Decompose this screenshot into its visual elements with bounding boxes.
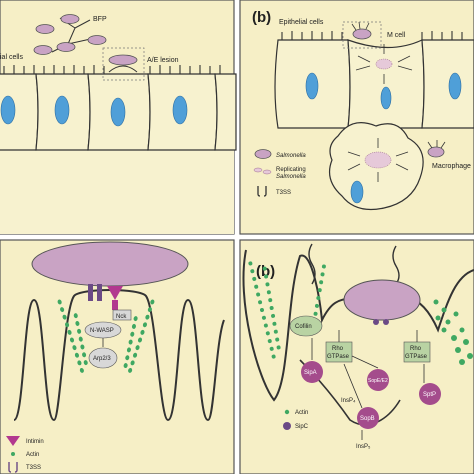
cofilin-label: Cofilin	[295, 324, 312, 330]
panel-b: (b) Epithelial cells M cell	[239, 0, 474, 235]
panel-a-epithelial-label: ial cells	[0, 54, 23, 61]
sope-label: SopE/E2	[368, 378, 388, 384]
panel-a-bacteria-cluster	[33, 14, 107, 55]
legend-t3ss-c-swatch	[8, 462, 18, 473]
macrophage-label: Macrophage	[432, 163, 471, 170]
sopb-label: SopB	[360, 416, 375, 422]
legend-d-actin-label: Actin	[295, 410, 308, 416]
insp5-label: InsP₅	[356, 444, 371, 450]
legend-t3ss-c-label: T3SS	[26, 465, 41, 471]
legend-salmonella-label: Salmonella	[276, 153, 306, 159]
insp4-label: InsP₄	[341, 398, 356, 404]
filopodia-2	[392, 245, 400, 285]
legend-replicating-swatch	[253, 167, 272, 175]
panel-b-legend: Salmonella Replicating Salmonella T3SS	[253, 149, 306, 197]
cofilin-box	[289, 315, 323, 337]
salmonella-bacterium	[343, 279, 421, 321]
panel-d-background	[239, 239, 474, 474]
legend-salmonella-swatch	[254, 149, 272, 159]
filopodia-1	[308, 243, 316, 285]
legend-replicating-line2: Salmonella	[276, 174, 306, 180]
legend-t3ss-swatch	[257, 186, 267, 197]
panel-b-cells	[274, 39, 474, 129]
panel-a-microvilli	[3, 65, 221, 74]
sipc-pores	[373, 319, 389, 325]
m-cell-label: M cell	[387, 32, 406, 39]
arp-box	[88, 347, 118, 369]
sipa-circle	[301, 361, 323, 383]
panel-a: BFP ial cells A/E lesion	[0, 0, 237, 235]
legend-sipc-swatch	[283, 422, 291, 430]
sopb-circle	[357, 407, 379, 429]
bfp-label: BFP	[93, 16, 107, 23]
legend-intimin-swatch	[6, 436, 20, 446]
m-cell-salmonella	[342, 21, 413, 84]
effector-circles	[301, 361, 441, 429]
sipa-label: SipA	[304, 370, 317, 376]
panel-d-tag: (b)	[256, 263, 275, 280]
ae-lesion	[102, 47, 145, 81]
sptp-circle	[419, 383, 441, 405]
arp-label: Arp2/3	[93, 356, 111, 362]
panel-b-epithelial-label: Epithelial cells	[279, 19, 324, 26]
panel-c-actin-filaments	[57, 299, 155, 373]
nwasp-label: N-WASP	[90, 328, 114, 334]
nck-label: Nck	[116, 314, 127, 320]
sptp-label: SptP	[423, 392, 436, 398]
legend-replicating-line1: Replicating	[276, 167, 306, 173]
legend-sipc-label: SipC	[295, 424, 309, 430]
panel-b-microvilli	[281, 31, 463, 40]
nck-box	[112, 309, 132, 321]
panel-d-actin-bundles	[248, 261, 473, 365]
panel-b-tag: (b)	[252, 9, 271, 26]
legend-actin-label: Actin	[26, 452, 39, 458]
legend-t3ss-label: T3SS	[276, 190, 291, 196]
macrophage	[329, 122, 446, 211]
panel-d: (b) Cofilin Rho GTPase	[239, 239, 474, 474]
pedestal-membrane	[13, 289, 225, 422]
panel-d-arrows	[311, 330, 425, 440]
legend-intimin-label: Intimin	[26, 439, 44, 445]
lesion-label: A/E lesion	[147, 57, 179, 64]
panel-b-nuclei	[305, 72, 462, 110]
legend-d-actin-swatch	[284, 409, 290, 415]
epec-bacterium	[31, 241, 189, 287]
rho2-line1: Rho	[410, 346, 422, 352]
tir-intimin-complex	[88, 284, 123, 310]
panel-c: Nck N-WASP Arp2/3 Intimin Actin T3SS	[0, 239, 235, 474]
panel-a-nuclei	[0, 95, 188, 127]
rho2-line2: GTPase	[405, 354, 428, 360]
rho1-line2: GTPase	[327, 354, 350, 360]
legend-actin-swatch	[11, 452, 15, 456]
panel-c-legend: Intimin Actin T3SS	[6, 436, 44, 473]
panel-d-legend: Actin SipC	[283, 409, 309, 430]
sope-circle	[367, 369, 389, 391]
rho1-line1: Rho	[332, 346, 344, 352]
